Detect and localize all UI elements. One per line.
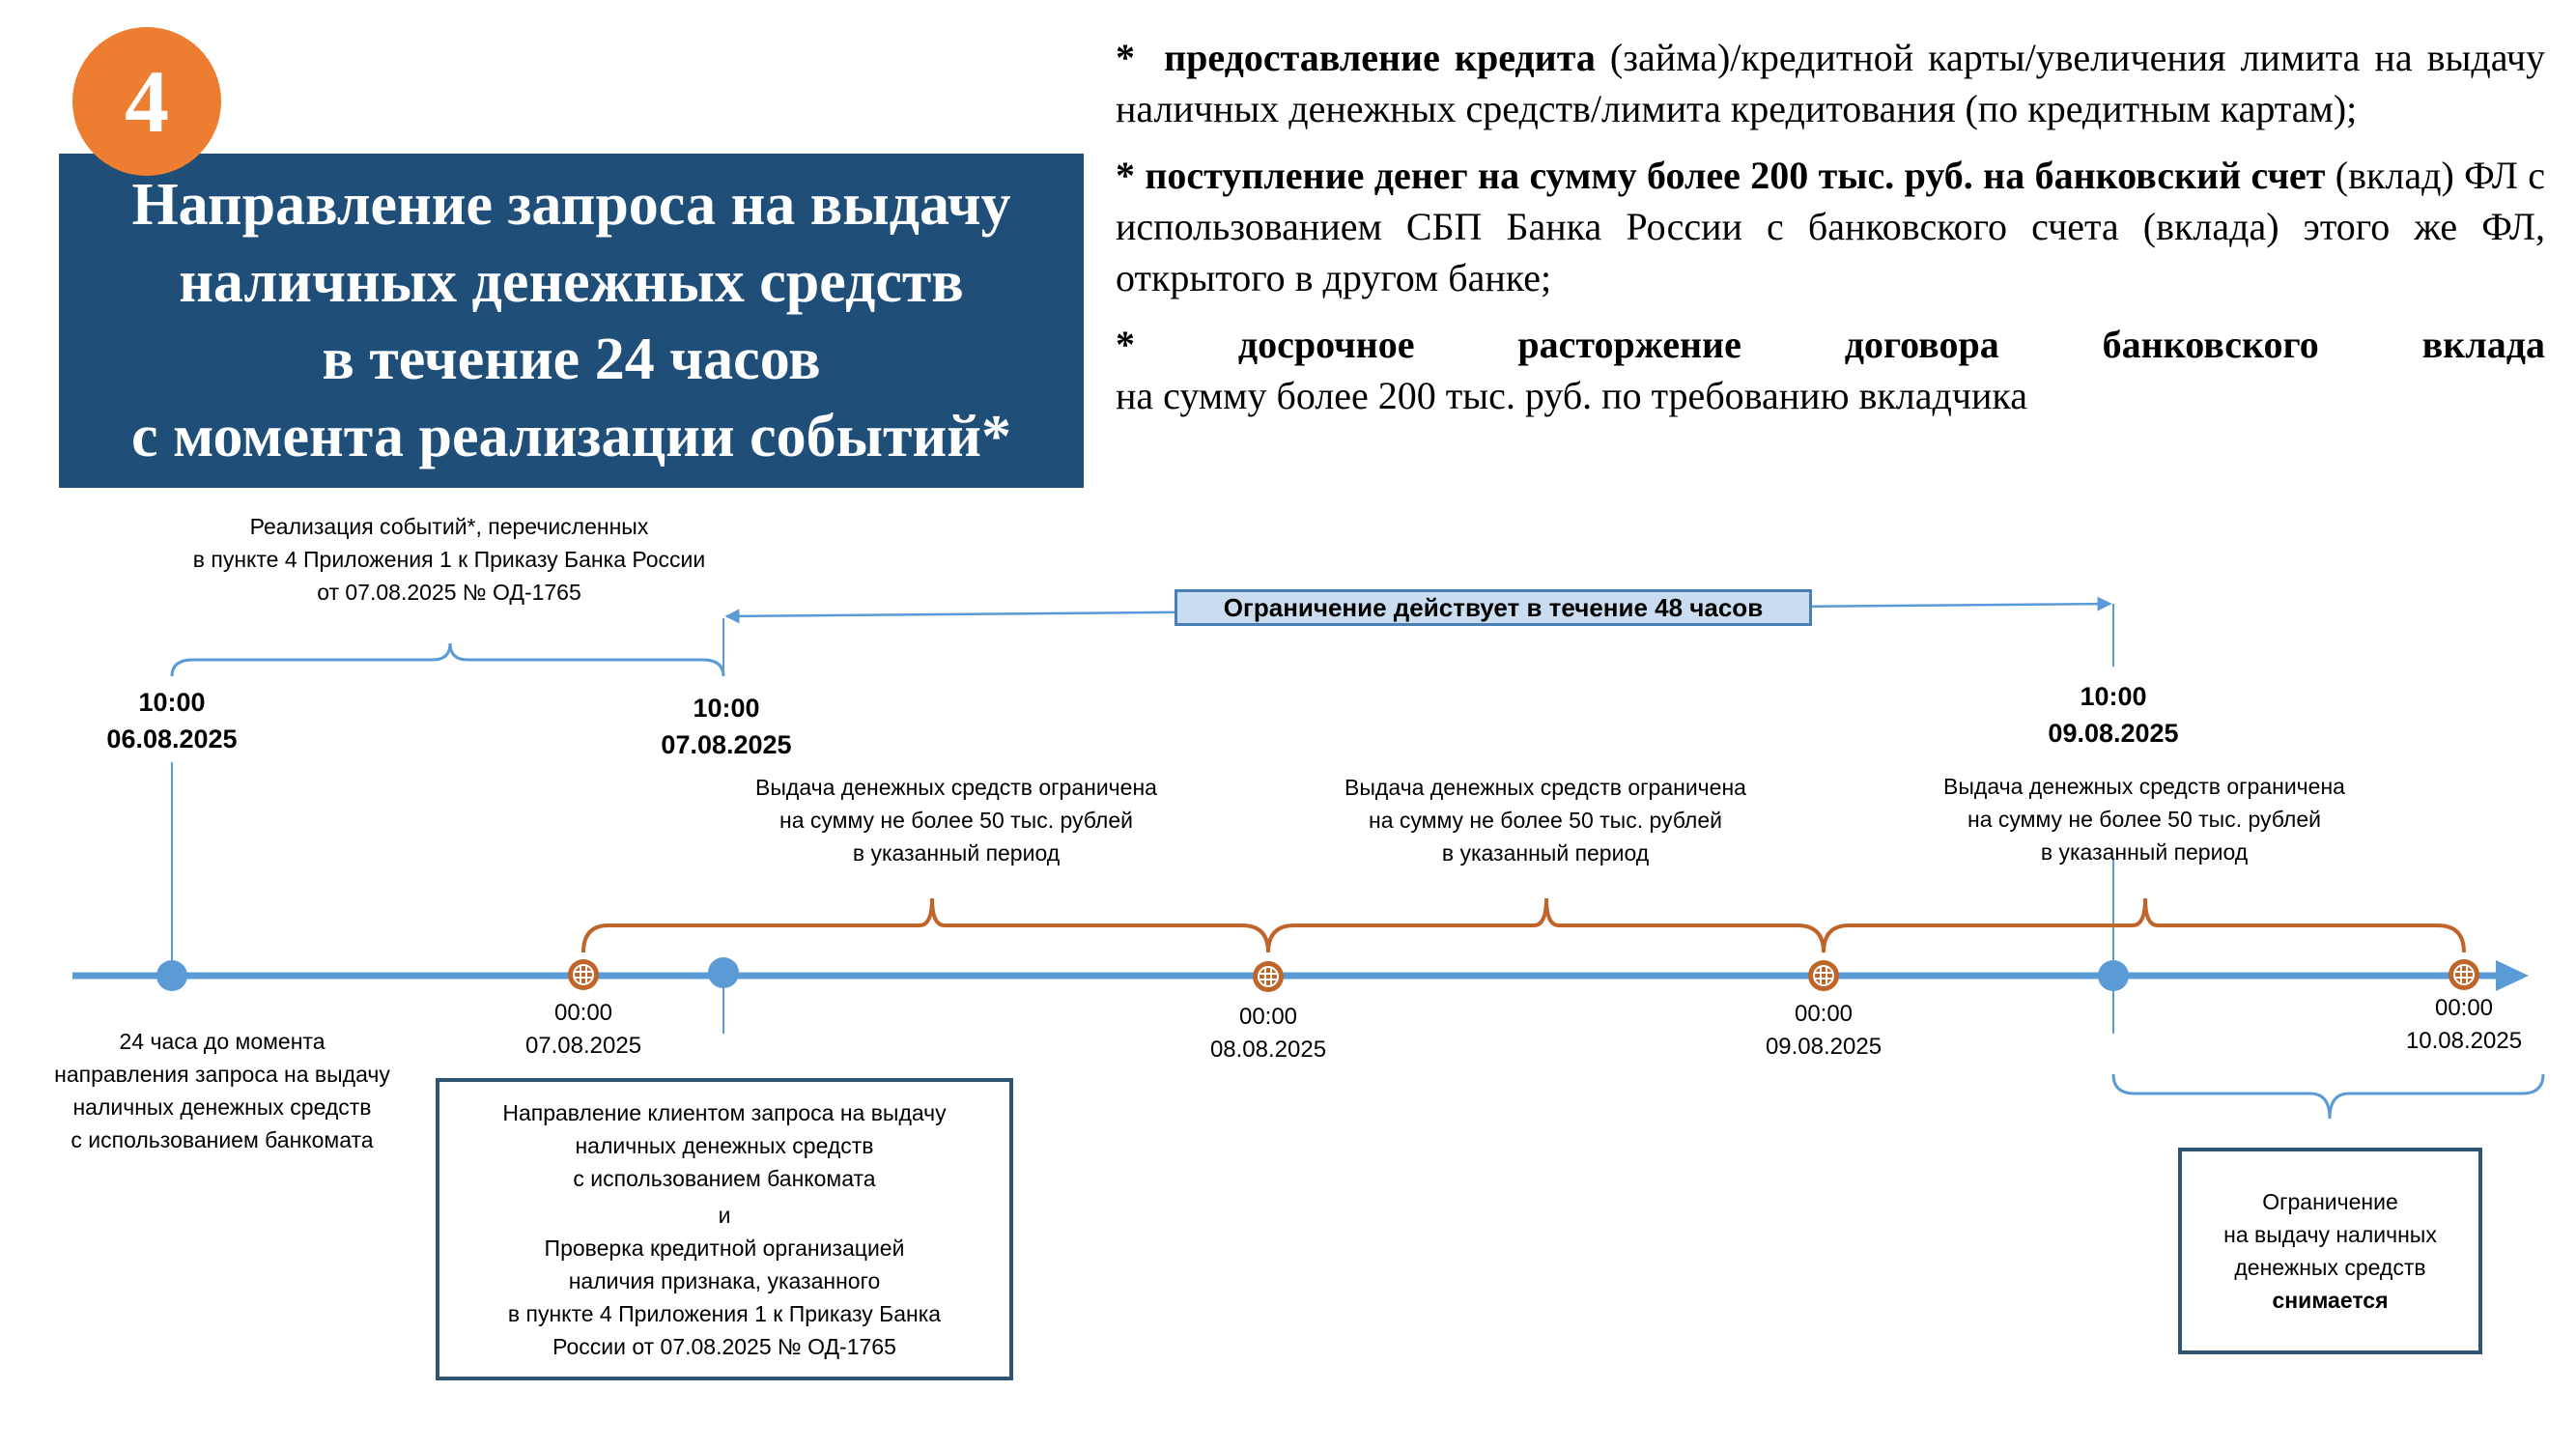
event-deposit-text: на сумму более 200 тыс. руб. по требован… bbox=[1116, 374, 2027, 417]
time-value: 00:00 bbox=[1794, 1001, 1854, 1027]
event-deposit-heading: * досрочное расторжение договора банковс… bbox=[1116, 319, 2545, 370]
date-value: 06.08.2025 bbox=[106, 724, 238, 753]
time-value: 10:00 bbox=[2080, 682, 2147, 711]
event-star: * bbox=[1116, 36, 1135, 79]
box-line: наличных денежных средств bbox=[575, 1132, 874, 1158]
date-value: 08.08.2025 bbox=[1209, 1037, 1327, 1063]
heading-word: * bbox=[1116, 323, 1135, 366]
label-line: Реализация событий*, перечисленных bbox=[249, 514, 649, 539]
note-line: на сумму не более 50 тыс. рублей bbox=[1967, 807, 2321, 832]
time-value: 00:00 bbox=[553, 1000, 613, 1026]
box-conjunction: и bbox=[718, 1202, 731, 1228]
note-line: в указанный период bbox=[1441, 840, 1650, 866]
note-line: 24 часа до момента bbox=[119, 1029, 326, 1054]
realization-label: Реализация событий*, перечисленных в пун… bbox=[159, 510, 739, 609]
time-point-0708: 10:00 07.08.2025 bbox=[630, 690, 823, 763]
date-value: 09.08.2025 bbox=[1765, 1034, 1882, 1060]
midnight-label-0908: 00:00 09.08.2025 bbox=[1737, 998, 1911, 1064]
note-line: в указанный период bbox=[2040, 839, 2249, 865]
limit-note-day1: Выдача денежных средств ограничена на су… bbox=[686, 771, 1227, 869]
midnight-label-0708: 00:00 07.08.2025 bbox=[496, 997, 670, 1063]
event-deposit: * досрочное расторжение договора банковс… bbox=[1116, 319, 2545, 421]
midnight-label-1008: 00:00 10.08.2025 bbox=[2377, 992, 2551, 1058]
lifted-brace bbox=[2111, 1073, 2545, 1120]
event-transfer: * поступление денег на сумму более 200 т… bbox=[1116, 150, 2545, 303]
events-list: * предоставление кредита (займа)/кредитн… bbox=[1116, 32, 2545, 421]
heading-word: банковского bbox=[2102, 323, 2319, 366]
time-point-0608: 10:00 06.08.2025 bbox=[75, 684, 269, 757]
time-value: 10:00 bbox=[693, 694, 760, 723]
point-dot-0908 bbox=[2098, 960, 2129, 991]
before-request-note: 24 часа до момента направления запроса н… bbox=[14, 1025, 430, 1156]
note-line: на сумму не более 50 тыс. рублей bbox=[779, 808, 1133, 833]
limit-brace-day3 bbox=[1822, 897, 2466, 953]
note-line: Выдача денежных средств ограничена bbox=[755, 775, 1157, 800]
time-point-0908: 10:00 09.08.2025 bbox=[2017, 678, 2210, 752]
clock-icon bbox=[1807, 959, 1840, 992]
limit-lifted-box: Ограничение на выдачу наличных денежных … bbox=[2178, 1148, 2482, 1354]
date-value: 07.08.2025 bbox=[524, 1033, 642, 1059]
limit-note-day2: Выдача денежных средств ограничена на су… bbox=[1275, 771, 1816, 869]
title-banner: Направление запроса на выдачу наличных д… bbox=[59, 154, 1084, 488]
box-line: России от 07.08.2025 № ОД-1765 bbox=[552, 1333, 896, 1359]
title-line: наличных денежных средств bbox=[179, 249, 964, 315]
box-line: денежных средств bbox=[2234, 1255, 2426, 1280]
title-line: Направление запроса на выдачу bbox=[131, 172, 1011, 238]
box-line: Проверка кредитной организацией bbox=[544, 1235, 905, 1261]
midnight-label-0808: 00:00 08.08.2025 bbox=[1181, 1001, 1355, 1066]
box-line: Ограничение bbox=[2262, 1189, 2398, 1214]
heading-word: расторжение bbox=[1517, 323, 1741, 366]
title-line: в течение 24 часов bbox=[322, 327, 821, 392]
point-dot-0708 bbox=[708, 957, 739, 988]
note-line: с использованием банкомата bbox=[71, 1127, 374, 1152]
date-value: 07.08.2025 bbox=[661, 730, 792, 759]
box-line: Направление клиентом запроса на выдачу bbox=[502, 1099, 947, 1125]
box-line: в пункте 4 Приложения 1 к Приказу Банка bbox=[507, 1300, 942, 1326]
realization-brace bbox=[170, 642, 725, 677]
note-line: наличных денежных средств bbox=[72, 1094, 372, 1120]
time-value: 00:00 bbox=[1238, 1004, 1298, 1030]
box-emphasis: снимается bbox=[2272, 1288, 2389, 1313]
title-line: с момента реализации событий* bbox=[131, 404, 1011, 469]
time-value: 10:00 bbox=[138, 688, 206, 717]
label-line: от 07.08.2025 № ОД-1765 bbox=[317, 580, 581, 605]
event-credit-text: (займа)/кредитной карты/увеличения лимит… bbox=[1116, 36, 2546, 130]
heading-word: досрочное bbox=[1237, 323, 1415, 366]
limit-brace-day1 bbox=[581, 897, 1270, 953]
limit-duration-label: Ограничение действует в течение 48 часов bbox=[1175, 589, 1812, 626]
date-value: 10.08.2025 bbox=[2405, 1028, 2523, 1054]
event-transfer-heading: * поступление денег на сумму более 200 т… bbox=[1116, 154, 2326, 197]
event-credit-heading: предоставление кредита bbox=[1164, 36, 1596, 79]
box-line: наличия признака, указанного bbox=[568, 1267, 881, 1293]
limit-note-day3: Выдача денежных средств ограничена на су… bbox=[1874, 770, 2415, 868]
clock-icon bbox=[2448, 958, 2480, 991]
date-value: 09.08.2025 bbox=[2048, 719, 2179, 748]
note-line: Выдача денежных средств ограничена bbox=[1943, 774, 2345, 799]
limit-brace-day2 bbox=[1266, 897, 1826, 953]
heading-word: договора bbox=[1844, 323, 1999, 366]
heading-word: вклада bbox=[2421, 323, 2545, 366]
clock-icon bbox=[567, 958, 600, 991]
event-transfer-text: (вклад) ФЛ с использованием СБП Банка Ро… bbox=[1116, 154, 2546, 299]
request-check-box: Направление клиентом запроса на выдачу н… bbox=[436, 1078, 1013, 1380]
box-line: с использованием банкомата bbox=[573, 1165, 876, 1191]
note-line: Выдача денежных средств ограничена bbox=[1345, 775, 1746, 800]
point-dot-0608 bbox=[156, 960, 187, 991]
timeline-arrowhead bbox=[2496, 960, 2529, 991]
clock-icon bbox=[1252, 960, 1285, 993]
event-credit: * предоставление кредита (займа)/кредитн… bbox=[1116, 32, 2545, 134]
note-line: направления запроса на выдачу bbox=[54, 1062, 390, 1087]
label-line: в пункте 4 Приложения 1 к Приказу Банка … bbox=[192, 547, 706, 572]
time-value: 00:00 bbox=[2434, 995, 2494, 1021]
box-line: на выдачу наличных bbox=[2223, 1222, 2437, 1247]
note-line: на сумму не более 50 тыс. рублей bbox=[1369, 808, 1722, 833]
step-number-badge: 4 bbox=[72, 27, 221, 176]
note-line: в указанный период bbox=[852, 840, 1061, 866]
